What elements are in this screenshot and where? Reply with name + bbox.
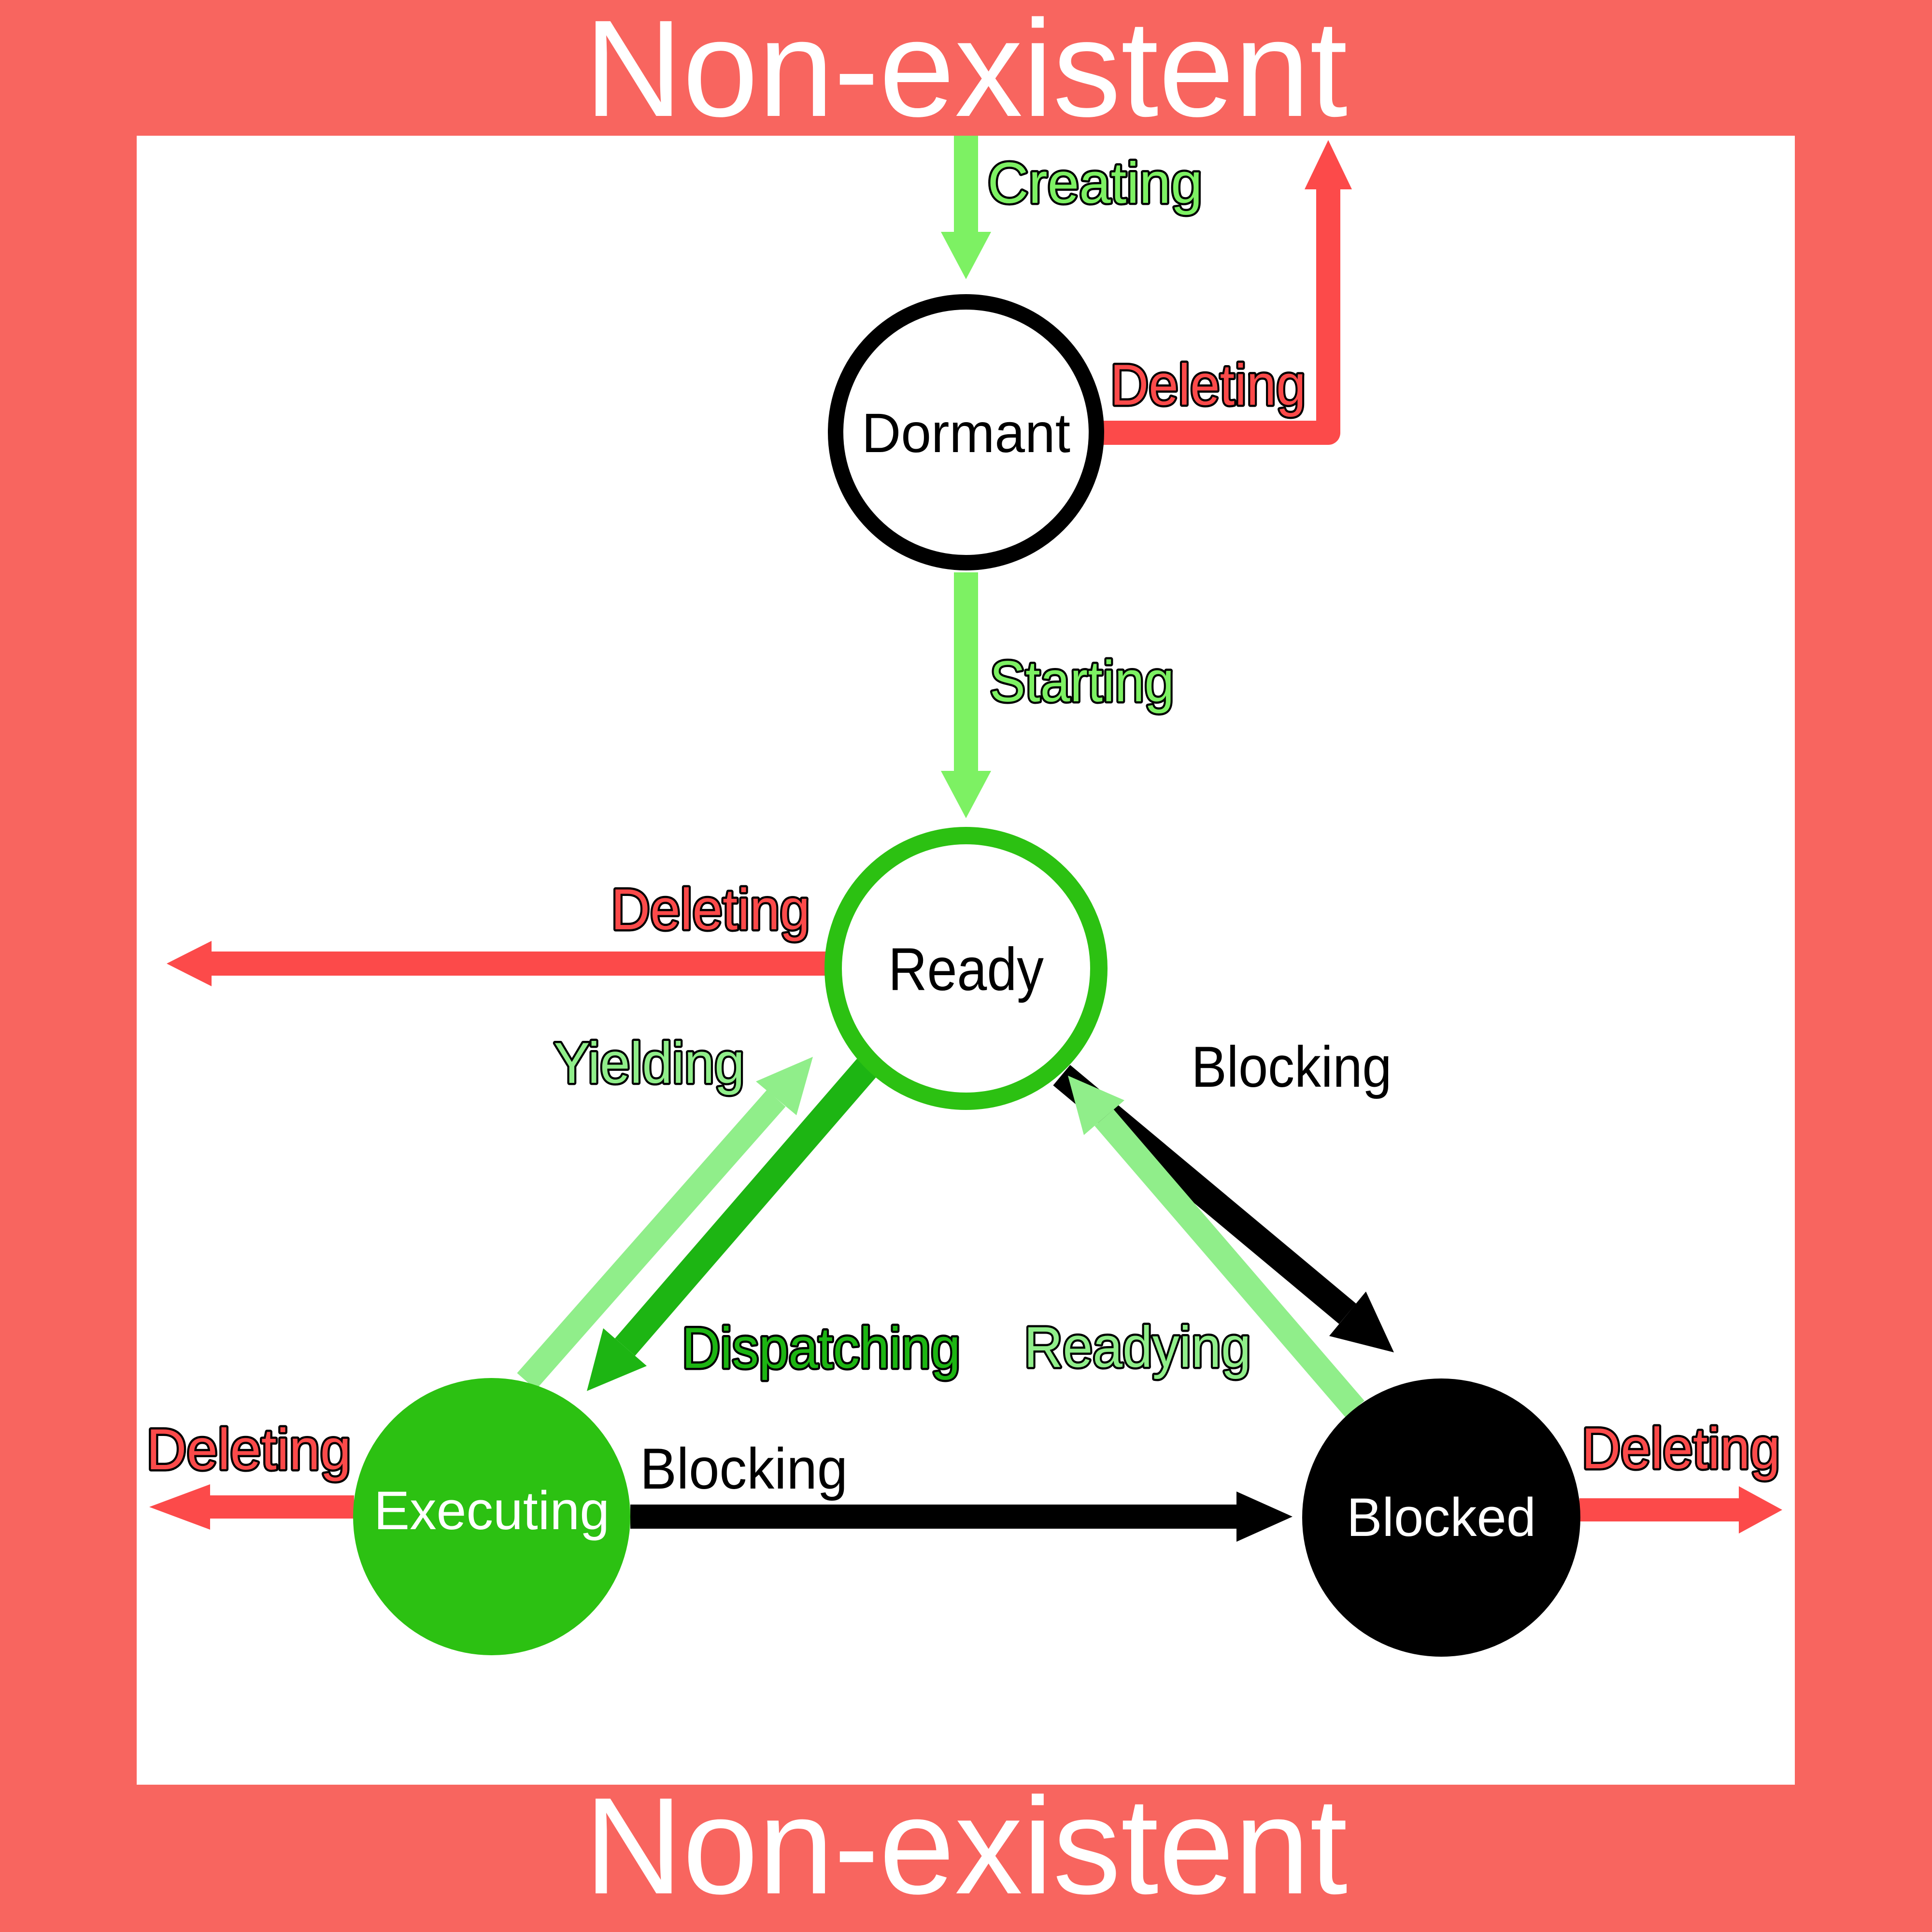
- starting-label: Starting: [990, 649, 1174, 714]
- starting-arrow: [941, 572, 991, 818]
- state-blocked-circle: [1302, 1378, 1580, 1657]
- title-top: Non-existent: [584, 0, 1348, 145]
- yielding-arrow-shaft: [517, 1090, 786, 1390]
- deleting-blocked-arrow: [1579, 1486, 1782, 1534]
- yielding-label: Yielding: [554, 1031, 745, 1095]
- state-blocked-label: Blocked: [1347, 1487, 1536, 1548]
- deleting-ready-arrow: [167, 941, 827, 986]
- dispatching-label: Dispatching: [682, 1316, 961, 1380]
- yielding-arrow-head: [756, 1057, 813, 1115]
- deleting-executing-label: Deleting: [146, 1417, 351, 1482]
- state-executing-label: Executing: [374, 1480, 610, 1541]
- state-dormant-circle: [828, 294, 1104, 570]
- blocking-ready-arrow-head: [1329, 1292, 1394, 1352]
- dispatching-arrow-head: [587, 1328, 647, 1391]
- title-bottom: Non-existent: [584, 1769, 1348, 1923]
- deleting-dormant-arrow-shaft: [1102, 189, 1340, 445]
- deleting-dormant-arrow-head: [1305, 140, 1352, 189]
- deleting-dormant-label: Deleting: [1110, 353, 1306, 417]
- state-executing-circle: [353, 1378, 630, 1655]
- state-ready-circle: [824, 827, 1108, 1110]
- deleting-blocked-label: Deleting: [1582, 1416, 1780, 1481]
- blocking-ready-label: Blocking: [1192, 1035, 1392, 1099]
- state-ready-label: Ready: [888, 936, 1044, 1003]
- blocking-executing-arrow: [630, 1492, 1293, 1542]
- blocking-executing-label: Blocking: [640, 1436, 848, 1501]
- deleting-ready-label: Deleting: [611, 877, 810, 942]
- creating-arrow: [941, 136, 991, 279]
- readying-arrow-shaft: [1094, 1109, 1364, 1417]
- deleting-executing-arrow: [149, 1484, 354, 1530]
- dispatching-arrow-shaft: [615, 1059, 877, 1356]
- creating-label: Creating: [988, 151, 1203, 215]
- readying-label: Readying: [1024, 1315, 1251, 1379]
- state-dormant-label: Dormant: [862, 402, 1070, 464]
- readying-arrow-head: [1068, 1076, 1124, 1135]
